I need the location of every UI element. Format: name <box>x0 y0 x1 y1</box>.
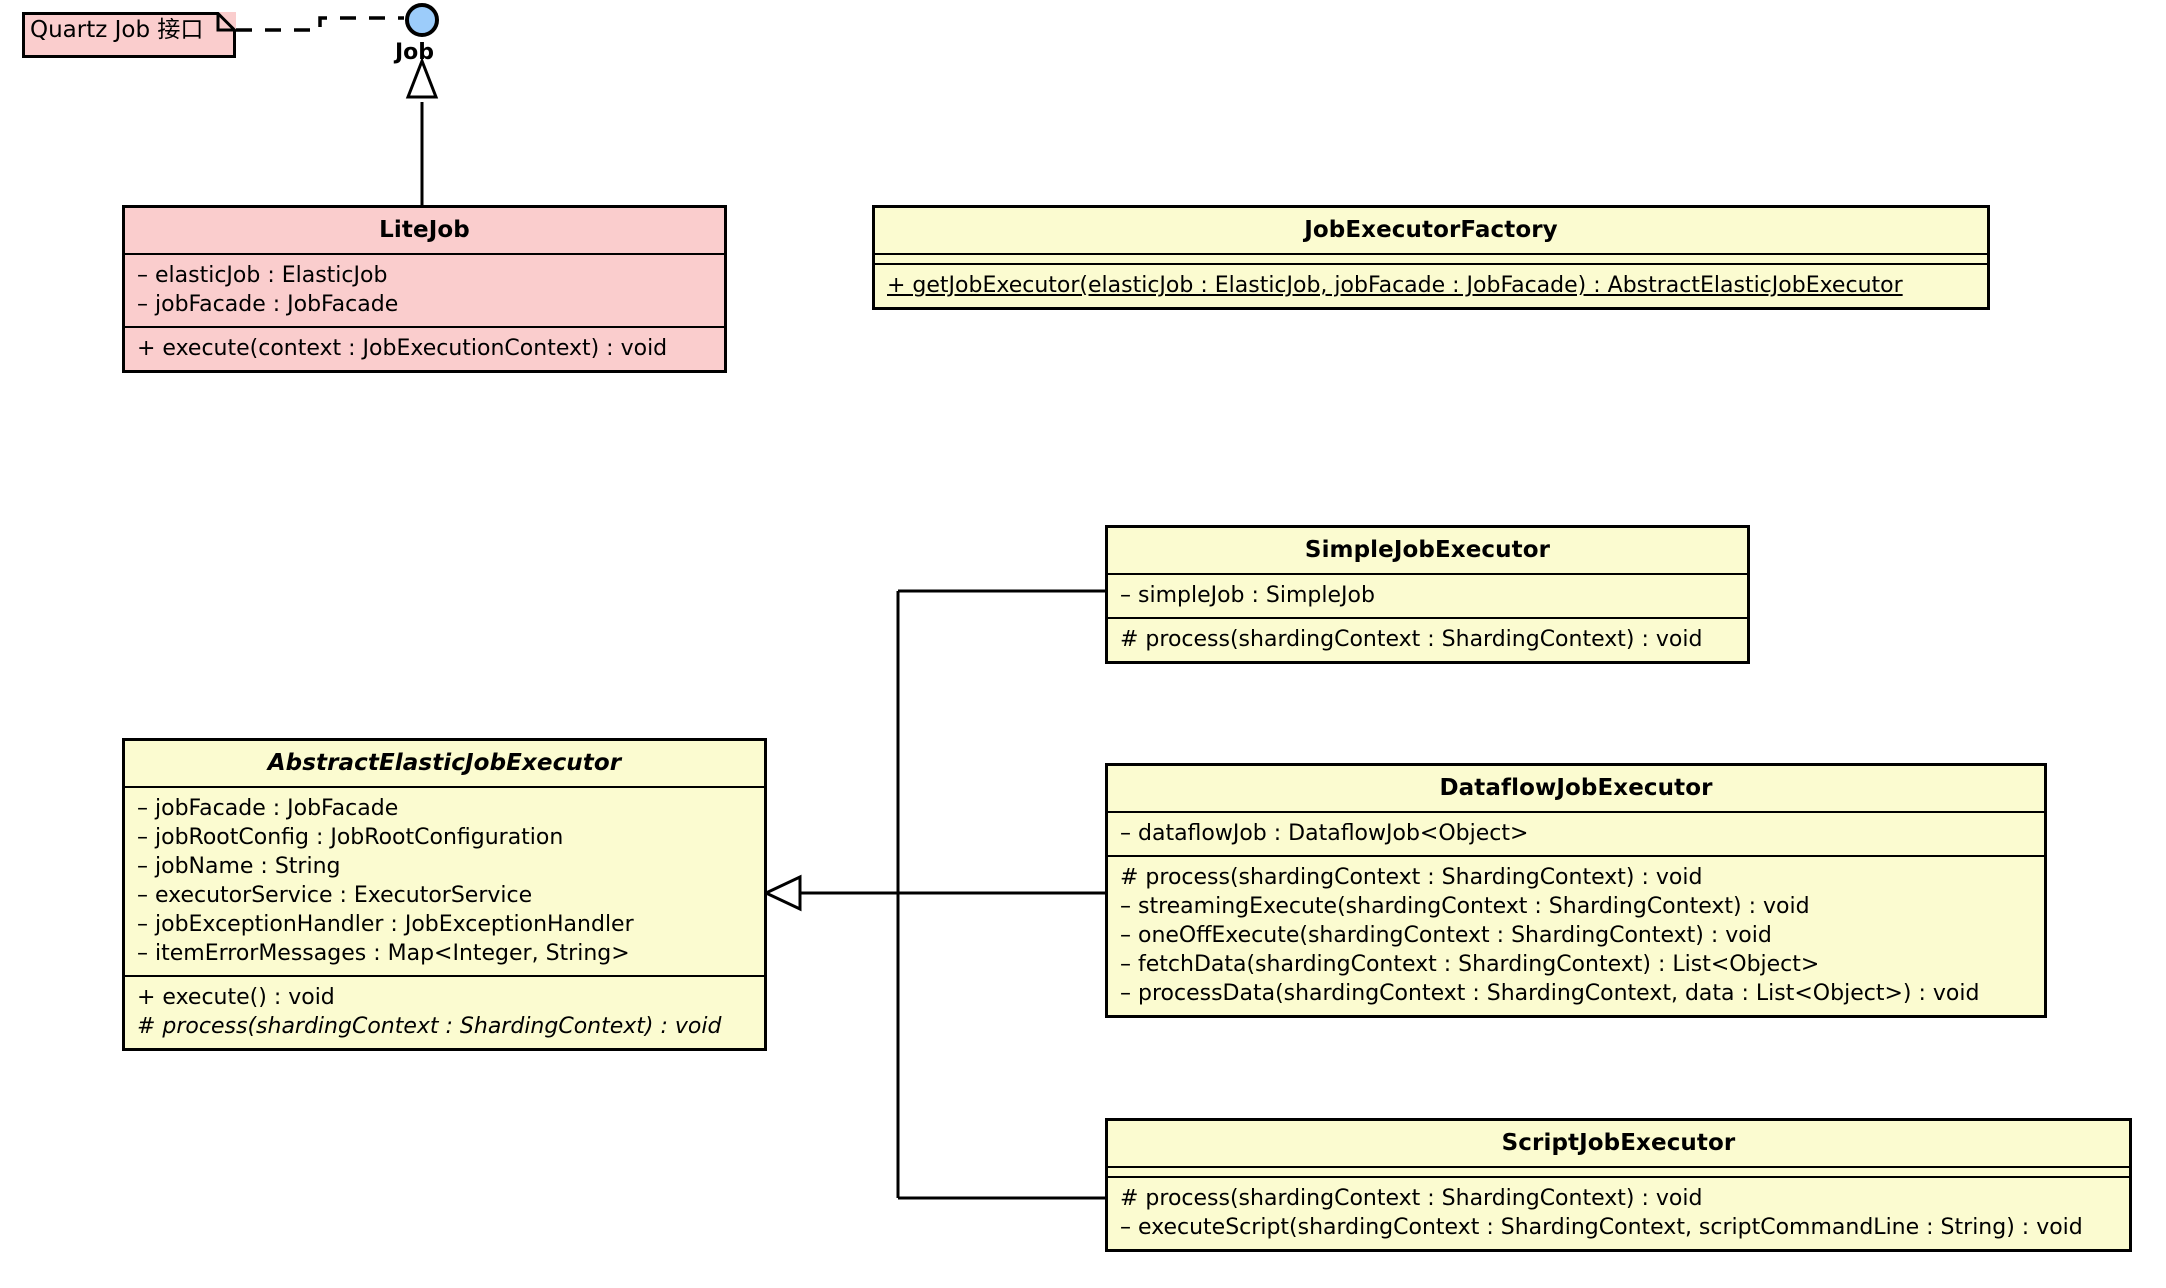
method-row: – oneOffExecute(shardingContext : Shardi… <box>1120 923 1772 948</box>
note-text: Quartz Job 接口 <box>30 17 204 43</box>
class-methods-jobexecutorfactory: + getJobExecutor(elasticJob : ElasticJob… <box>875 265 1987 307</box>
method-row-static: + getJobExecutor(elasticJob : ElasticJob… <box>887 273 1903 298</box>
generalization-arrowhead-litejob <box>405 56 439 99</box>
method-row-abstract: # process(shardingContext : ShardingCont… <box>137 1014 722 1039</box>
job-interface-label: Job <box>395 40 435 65</box>
class-box-dataflowjobexecutor[interactable]: DataflowJobExecutor – dataflowJob : Data… <box>1105 763 2047 1018</box>
attribute-row: – dataflowJob : DataflowJob<Object> <box>1120 821 1529 846</box>
class-box-scriptjobexecutor[interactable]: ScriptJobExecutor # process(shardingCont… <box>1105 1118 2132 1252</box>
method-row: – processData(shardingContext : Sharding… <box>1120 981 1980 1006</box>
class-title-litejob: LiteJob <box>125 208 724 255</box>
method-row: + execute(context : JobExecutionContext)… <box>137 336 668 361</box>
class-methods-litejob: + execute(context : JobExecutionContext)… <box>125 328 724 370</box>
class-title-dataflowjobexecutor: DataflowJobExecutor <box>1108 766 2044 813</box>
dashed-realization-note-to-job <box>236 16 404 32</box>
class-title-jobexecutorfactory: JobExecutorFactory <box>875 208 1987 255</box>
class-box-litejob[interactable]: LiteJob – elasticJob : ElasticJob – jobF… <box>122 205 727 373</box>
attribute-row: – executorService : ExecutorService <box>137 883 533 908</box>
method-row: # process(shardingContext : ShardingCont… <box>1120 627 1703 652</box>
class-title-scriptjobexecutor: ScriptJobExecutor <box>1108 1121 2129 1168</box>
class-attributes-abstractelasticjobexecutor: – jobFacade : JobFacade – jobRootConfig … <box>125 788 764 977</box>
class-attributes-scriptjobexecutor <box>1108 1168 2129 1178</box>
generalization-arrowhead-abstract <box>762 874 802 912</box>
method-row: # process(shardingContext : ShardingCont… <box>1120 865 1703 890</box>
note-quartz-job-interface: Quartz Job 接口 <box>22 12 236 58</box>
method-row: – fetchData(shardingContext : ShardingCo… <box>1120 952 1820 977</box>
class-box-jobexecutorfactory[interactable]: JobExecutorFactory + getJobExecutor(elas… <box>872 205 1990 310</box>
class-methods-simplejobexecutor: # process(shardingContext : ShardingCont… <box>1108 619 1747 661</box>
class-methods-abstractelasticjobexecutor: + execute() : void # process(shardingCon… <box>125 977 764 1048</box>
class-attributes-dataflowjobexecutor: – dataflowJob : DataflowJob<Object> <box>1108 813 2044 857</box>
class-title-simplejobexecutor: SimpleJobExecutor <box>1108 528 1747 575</box>
attribute-row: – jobRootConfig : JobRootConfiguration <box>137 825 564 850</box>
method-row: # process(shardingContext : ShardingCont… <box>1120 1186 1703 1211</box>
attribute-row: – elasticJob : ElasticJob <box>137 263 388 288</box>
attribute-row: – jobName : String <box>137 854 341 879</box>
class-attributes-simplejobexecutor: – simpleJob : SimpleJob <box>1108 575 1747 619</box>
job-interface-icon <box>405 3 439 37</box>
class-box-simplejobexecutor[interactable]: SimpleJobExecutor – simpleJob : SimpleJo… <box>1105 525 1750 664</box>
method-row: – executeScript(shardingContext : Shardi… <box>1120 1215 2083 1240</box>
attribute-row: – jobFacade : JobFacade <box>137 292 399 317</box>
class-box-abstractelasticjobexecutor[interactable]: AbstractElasticJobExecutor – jobFacade :… <box>122 738 767 1051</box>
class-title-abstractelasticjobexecutor: AbstractElasticJobExecutor <box>125 741 764 788</box>
attribute-row: – simpleJob : SimpleJob <box>1120 583 1375 608</box>
class-attributes-jobexecutorfactory <box>875 255 1987 265</box>
attribute-row: – jobFacade : JobFacade <box>137 796 399 821</box>
method-row: + execute() : void <box>137 985 335 1010</box>
class-methods-scriptjobexecutor: # process(shardingContext : ShardingCont… <box>1108 1178 2129 1249</box>
method-row: – streamingExecute(shardingContext : Sha… <box>1120 894 1810 919</box>
attribute-row: – itemErrorMessages : Map<Integer, Strin… <box>137 941 630 966</box>
attribute-row: – jobExceptionHandler : JobExceptionHand… <box>137 912 634 937</box>
class-methods-dataflowjobexecutor: # process(shardingContext : ShardingCont… <box>1108 857 2044 1015</box>
class-attributes-litejob: – elasticJob : ElasticJob – jobFacade : … <box>125 255 724 328</box>
